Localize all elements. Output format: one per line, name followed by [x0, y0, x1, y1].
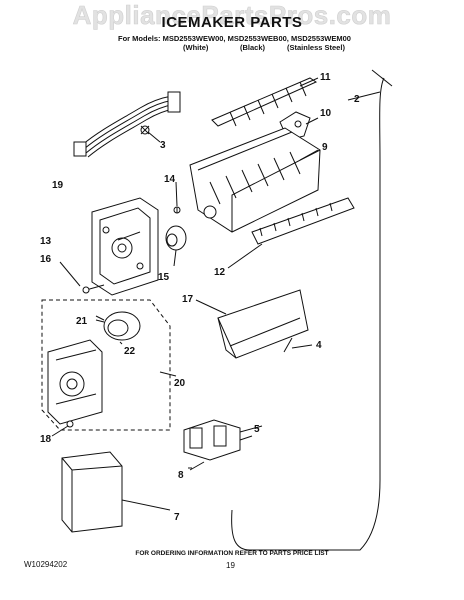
callout-22: 22	[124, 346, 136, 357]
screw-4	[283, 337, 293, 353]
document-code: W10294202	[24, 560, 68, 569]
shield	[217, 289, 309, 359]
callout-19: 19	[52, 180, 64, 191]
callout-2: 2	[354, 94, 360, 105]
ejector-blade	[211, 77, 318, 127]
callout-9: 9	[322, 142, 328, 153]
callout-15: 15	[158, 272, 170, 283]
motor	[95, 311, 141, 341]
variant-black: (Black)	[240, 43, 266, 52]
variant-stainless: (Stainless Steel)	[287, 43, 345, 52]
watermark: AppliancePartsPros.com	[72, 0, 392, 30]
insulation-block	[61, 451, 123, 533]
wire-harness	[73, 91, 181, 158]
page-number: 19	[226, 561, 235, 570]
page-title: ICEMAKER PARTS	[161, 14, 303, 31]
fill-tube	[231, 69, 393, 551]
models-line: For Models: MSD2553WEW00, MSD2553WEB00, …	[118, 34, 351, 43]
ordering-note: FOR ORDERING INFORMATION REFER TO PARTS …	[135, 550, 329, 557]
callout-20: 20	[174, 378, 186, 389]
variant-white: (White)	[183, 43, 209, 52]
callout-3: 3	[160, 140, 166, 151]
housing	[91, 197, 159, 296]
leader-lines	[51, 77, 381, 511]
callout-17: 17	[182, 294, 194, 305]
screw-16	[82, 284, 105, 294]
callout-7: 7	[174, 512, 180, 523]
mounting-plate	[47, 339, 103, 425]
callout-8: 8	[178, 470, 184, 481]
water-valve	[183, 419, 253, 461]
coupler	[165, 225, 187, 251]
fill-cup-tray	[251, 197, 355, 245]
mold-assembly	[189, 127, 321, 233]
screw-18	[66, 420, 74, 428]
screw-14	[173, 206, 181, 214]
control-module-box	[41, 299, 171, 431]
callout-5: 5	[254, 424, 260, 435]
callout-16: 16	[40, 254, 52, 265]
screw-3	[140, 125, 150, 135]
callout-14: 14	[164, 174, 176, 185]
callout-10: 10	[320, 108, 332, 119]
screw-8	[189, 461, 205, 471]
callout-11: 11	[320, 72, 331, 83]
callout-13: 13	[40, 236, 52, 247]
callout-12: 12	[214, 267, 226, 278]
callout-4: 4	[316, 340, 322, 351]
callout-18: 18	[40, 434, 52, 445]
callout-21: 21	[76, 316, 88, 327]
